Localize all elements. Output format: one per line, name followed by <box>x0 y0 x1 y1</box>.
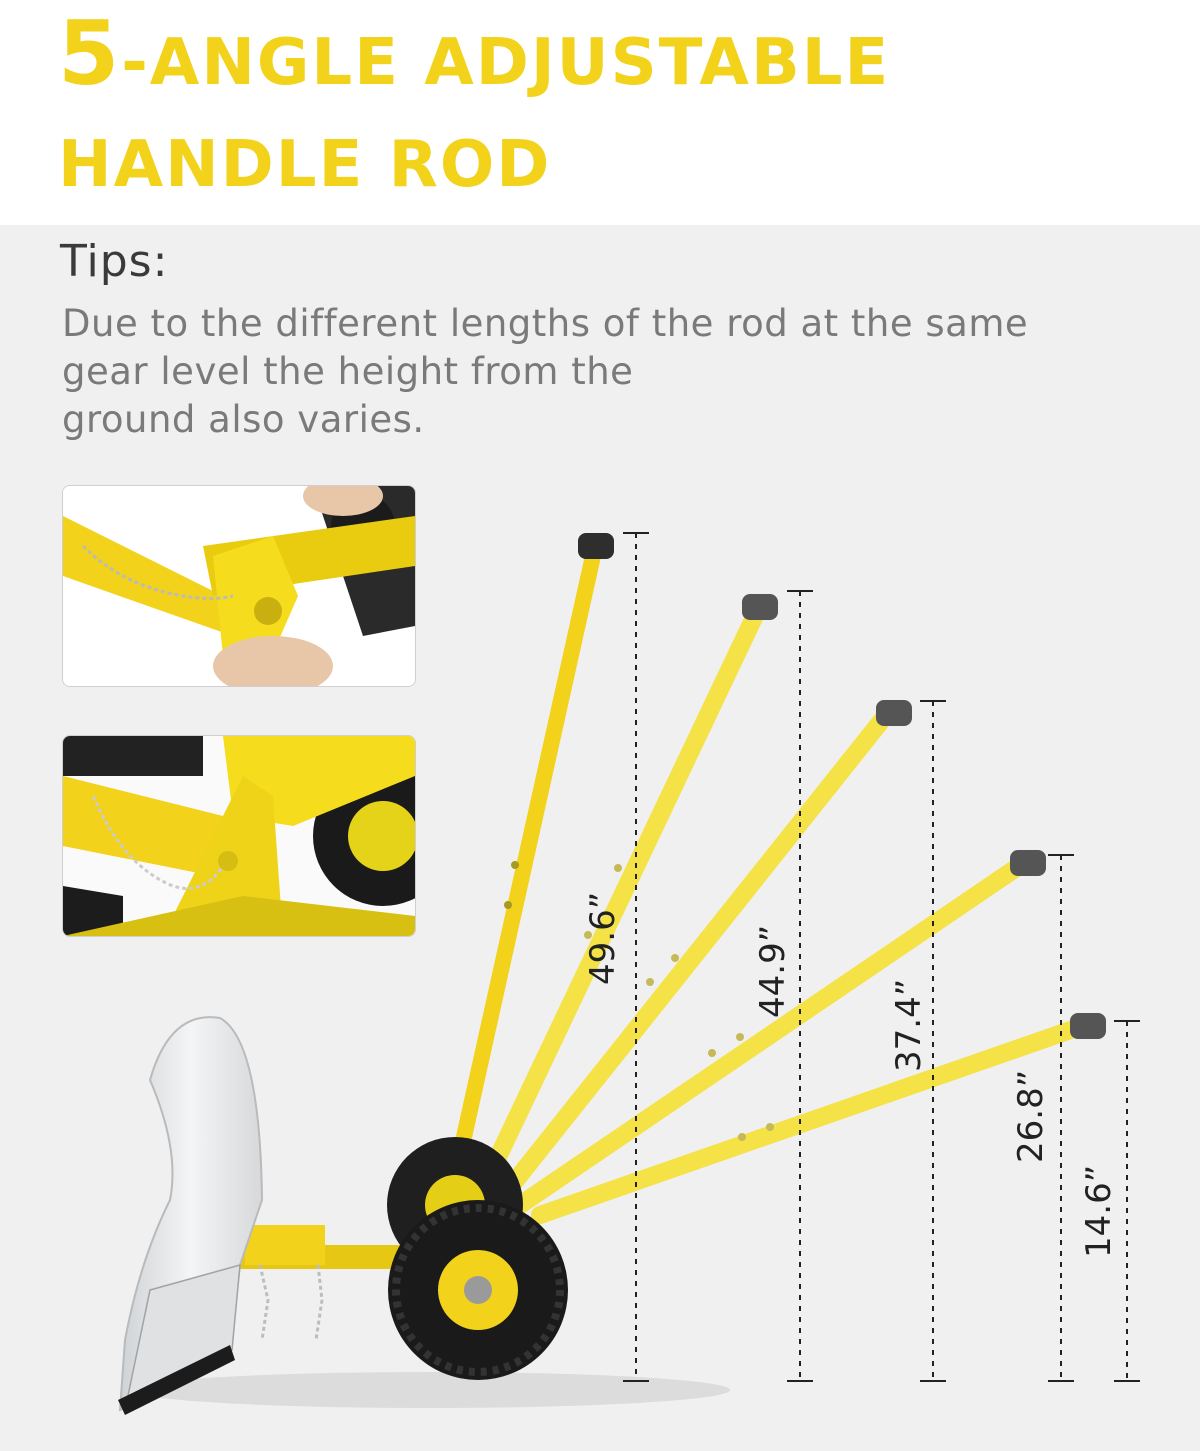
rod-position-3 <box>491 700 912 1209</box>
title-number: 5 <box>58 2 122 105</box>
dimension-lines <box>623 532 1140 1382</box>
height-label-5: 14.6” <box>1079 1165 1119 1258</box>
shovel-blade <box>118 1016 264 1415</box>
title-line-2: HANDLE ROD <box>58 128 552 202</box>
chain-detail-image <box>63 736 415 936</box>
height-label-3: 37.4” <box>889 979 929 1072</box>
tips-line-3: ground also varies. <box>62 398 425 441</box>
rod-position-4 <box>511 850 1046 1214</box>
dimension-line-1 <box>623 532 649 1382</box>
dimension-line-2 <box>787 590 813 1382</box>
front-wheel <box>388 1200 568 1380</box>
rod-position-2 <box>471 594 778 1204</box>
detail-photo-pin <box>62 485 416 687</box>
height-label-4: 26.8” <box>1011 1070 1051 1163</box>
tips-line-1: Due to the different lengths of the rod … <box>62 302 1029 345</box>
rod-position-1 <box>442 533 614 1208</box>
tips-text: Due to the different lengths of the rod … <box>62 300 1042 444</box>
dimension-line-5 <box>1114 1020 1140 1382</box>
rod-position-5 <box>531 1013 1106 1224</box>
height-label-1: 49.6” <box>583 892 623 985</box>
ground-shadow <box>130 1372 730 1408</box>
chassis <box>240 1225 420 1341</box>
dimension-line-4 <box>1048 854 1074 1382</box>
page-title: 5-ANGLE ADJUSTABLE HANDLE ROD <box>58 8 890 211</box>
header: 5-ANGLE ADJUSTABLE HANDLE ROD <box>0 0 1200 225</box>
dimension-line-3 <box>920 700 946 1382</box>
detail-photo-chain <box>62 735 416 937</box>
tips-line-2: gear level the height from the <box>62 350 634 393</box>
title-text: -ANGLE ADJUSTABLE <box>121 26 891 100</box>
pin-adjustment-image <box>63 486 415 686</box>
tips-heading: Tips: <box>60 236 169 287</box>
height-label-2: 44.9” <box>753 925 793 1018</box>
